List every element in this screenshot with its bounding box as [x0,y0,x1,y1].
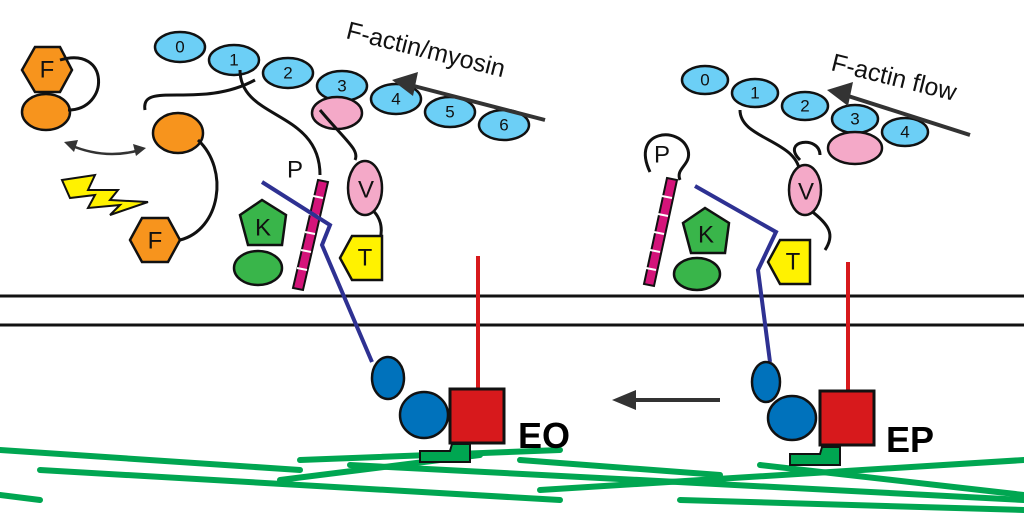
vinculin-label-right: V [798,179,814,206]
actin-unit-right-4 [880,116,930,148]
actin-unit-right-2 [780,90,830,122]
actin-filament-left: 0 1 2 3 4 5 6 [153,30,531,142]
lightning-icon [60,173,149,216]
actin-tether-right [738,109,802,176]
integrin-head-right [750,360,876,466]
paxillin-left: P [287,157,330,292]
actin-unit-left-0 [153,30,207,64]
actin-flow-arrow-right [844,93,971,137]
integrin-head-left [370,355,506,463]
actin-label-left: F-actin/myosin [344,17,508,83]
actin-unit-label-left-4: 4 [391,90,400,109]
myosin-head-left [310,95,364,131]
fak-lower-left: F [128,111,219,264]
actin-unit-label-left-0: 0 [175,38,184,57]
fak-label-bottom: F [148,228,163,255]
talin-label-left: T [358,245,373,272]
vinculin-left: V [346,159,384,217]
actin-unit-right-0 [680,64,730,96]
kindlin-label-left: K [255,215,271,242]
paxillin-right: P [642,133,691,288]
actin-unit-label-left-1: 1 [229,51,238,70]
actin-unit-label-left-5: 5 [445,103,454,122]
actin-flow-arrow-left [409,83,546,122]
actin-unit-label-right-0: 0 [700,71,709,90]
fak-tether-left [143,78,256,111]
vinculin-label-left: V [358,177,374,204]
actin-unit-left-2 [261,56,315,90]
kindlin-right: K [672,206,731,292]
actin-unit-label-right-2: 2 [800,97,809,116]
talin-label-right: T [786,249,801,276]
left-panel: 0 1 2 3 4 5 6 F-actin/myosin F [20,17,570,463]
actin-filament-right: 0 1 2 3 4 [680,64,930,148]
ecm-fibers [0,447,1024,513]
actin-unit-label-left-3: 3 [337,77,346,96]
vinculin-right: V [787,163,823,217]
paxillin-label-right: P [654,142,670,169]
actin-unit-right-1 [730,77,780,109]
myosin-head-right [826,130,884,166]
kindlin-left: K [232,198,288,287]
actin-unit-label-right-4: 4 [900,123,909,142]
actin-unit-label-left-2: 2 [283,64,292,83]
integrin-beta-right [694,184,779,363]
fak-complex-left: F [20,45,101,132]
kindlin-label-right: K [698,222,714,249]
integrin-beta-left [260,180,374,363]
actin-unit-label-left-6: 6 [499,116,508,135]
state-label-ep: EP [886,419,934,460]
fak-activation-arrow [69,143,141,156]
state-label-eo: EO [518,415,570,456]
actin-flow-arrowhead-right [827,82,853,106]
talin-right: T [766,238,812,286]
fak-label-top: F [40,57,55,84]
paxillin-label-left: P [287,157,303,184]
actin-flow-arrowhead-left [392,72,418,96]
actin-unit-left-1 [207,43,261,77]
plasma-membrane [0,294,1024,327]
actin-unit-label-right-3: 3 [850,110,859,129]
actin-unit-label-right-1: 1 [750,84,759,103]
talin-left: T [338,234,384,282]
